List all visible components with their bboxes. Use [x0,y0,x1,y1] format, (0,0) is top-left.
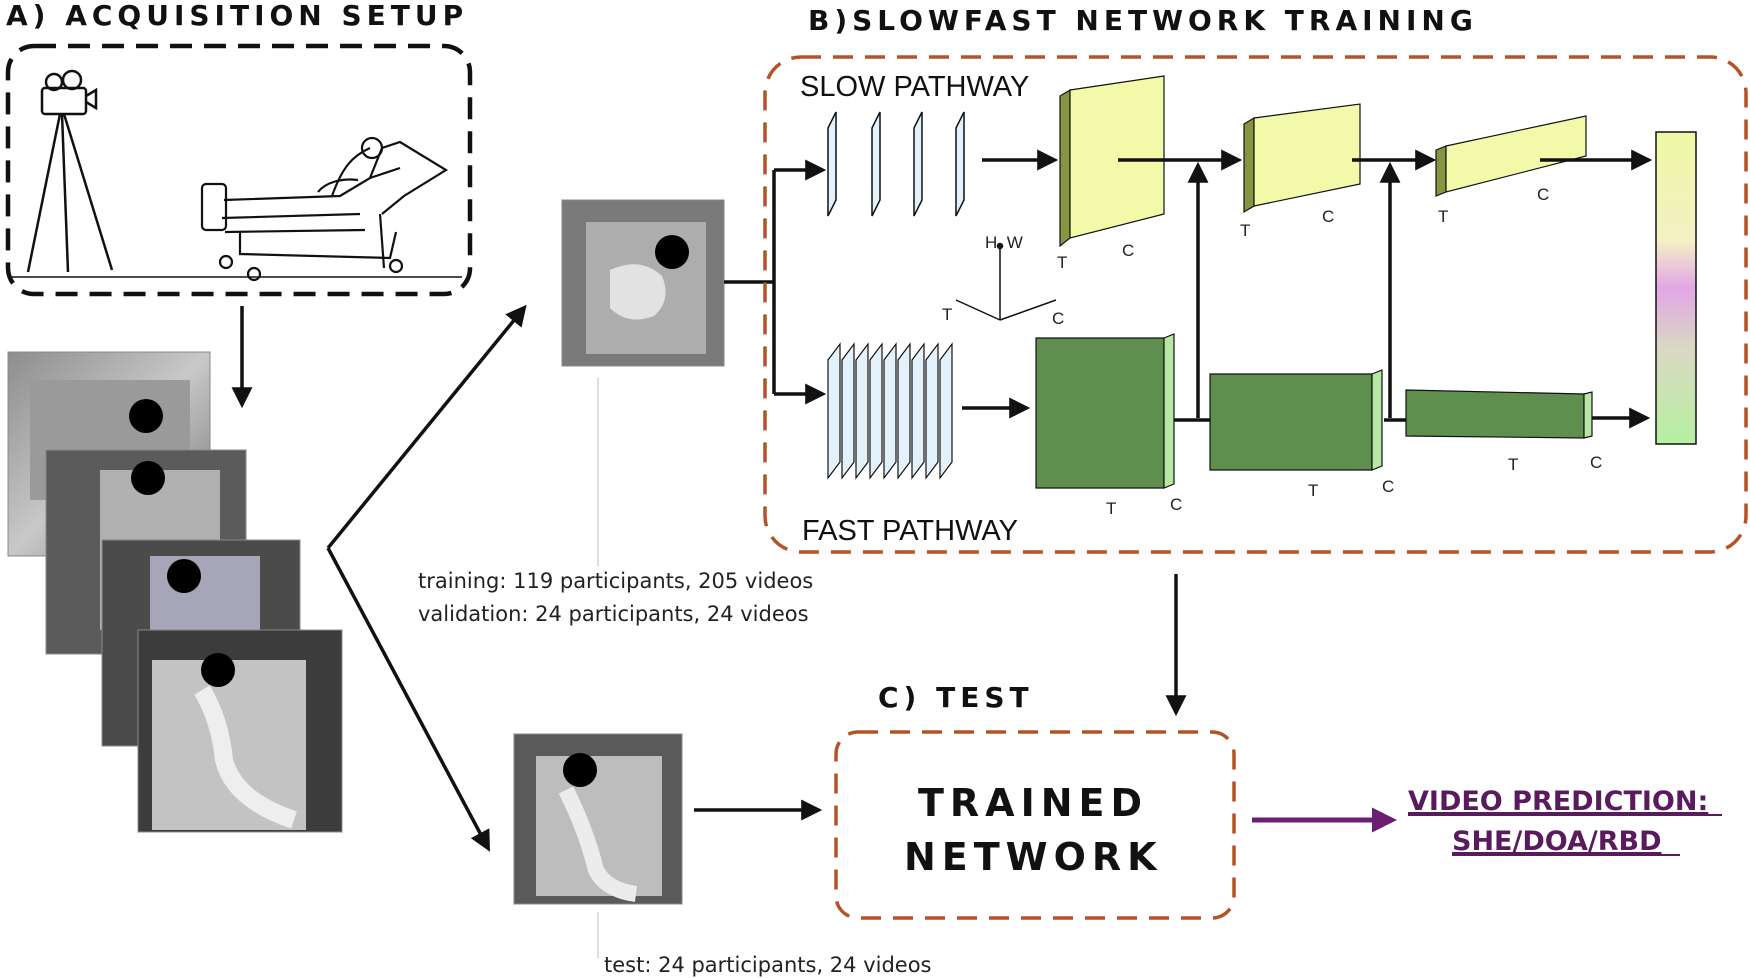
slow-block-1 [1059,75,1165,248]
acquisition-title: A) ACQUISITION SETUP [6,0,468,32]
prediction-line1: VIDEO PREDICTION: [1408,786,1708,817]
prediction-line2: SHE/DOA/RBD [1452,826,1662,857]
fast-block-1-c: C [1170,495,1182,514]
trained-network-line2: NETWORK [904,835,1163,879]
fast-block-1-t: T [1106,499,1116,518]
slow-block-1-c: C [1122,241,1134,260]
axis-t-label: T [942,305,952,324]
fast-block-3 [1405,389,1593,439]
validation-split-text: validation: 24 participants, 24 videos [418,602,809,626]
fast-block-2 [1209,369,1383,471]
video-frame-stack [7,351,343,833]
train-branch-arrow [326,304,527,550]
training-box [763,55,1748,554]
slow-block-2-c: C [1322,207,1334,226]
camera-tripod-icon [26,69,114,273]
fast-block-3-t: T [1508,455,1518,474]
test-split-text: test: 24 participants, 24 videos [604,953,932,977]
fast-block-1 [1035,333,1175,489]
training-split-text: training: 119 participants, 205 videos [418,569,813,593]
fast-block-2-t: T [1308,481,1318,500]
training-title: B)SLOWFAST NETWORK TRAINING [808,4,1478,37]
test-branch-arrow [326,547,490,852]
slow-pathway-label: SLOW PATHWAY [800,71,1029,103]
trained-network-box [834,730,1236,920]
test-title: C) TEST [878,681,1034,714]
acquisition-box [5,43,473,297]
fast-block-2-c: C [1382,477,1394,496]
slow-block-3-t: T [1438,207,1448,226]
output-feature-bar [1655,131,1697,445]
hospital-bed-icon [8,136,462,282]
slow-block-2 [1243,103,1361,214]
slow-block-1-t: T [1057,253,1067,272]
training-input-image [561,199,725,367]
fast-input-frames [827,342,953,480]
slow-block-3 [1435,115,1587,197]
fast-block-3-c: C [1590,453,1602,472]
trained-network-line1: TRAINED [918,781,1148,825]
input-fork [724,159,827,405]
axis-indicator [955,242,1057,321]
slow-input-frames [827,111,965,217]
test-input-image [513,733,683,905]
fast-pathway-label: FAST PATHWAY [802,515,1018,547]
slow-block-2-t: T [1240,221,1250,240]
axis-c-label: C [1052,309,1064,328]
axis-hw-label: H, W [985,233,1023,252]
video-frame-4 [137,629,343,833]
slow-block-3-c: C [1537,185,1549,204]
